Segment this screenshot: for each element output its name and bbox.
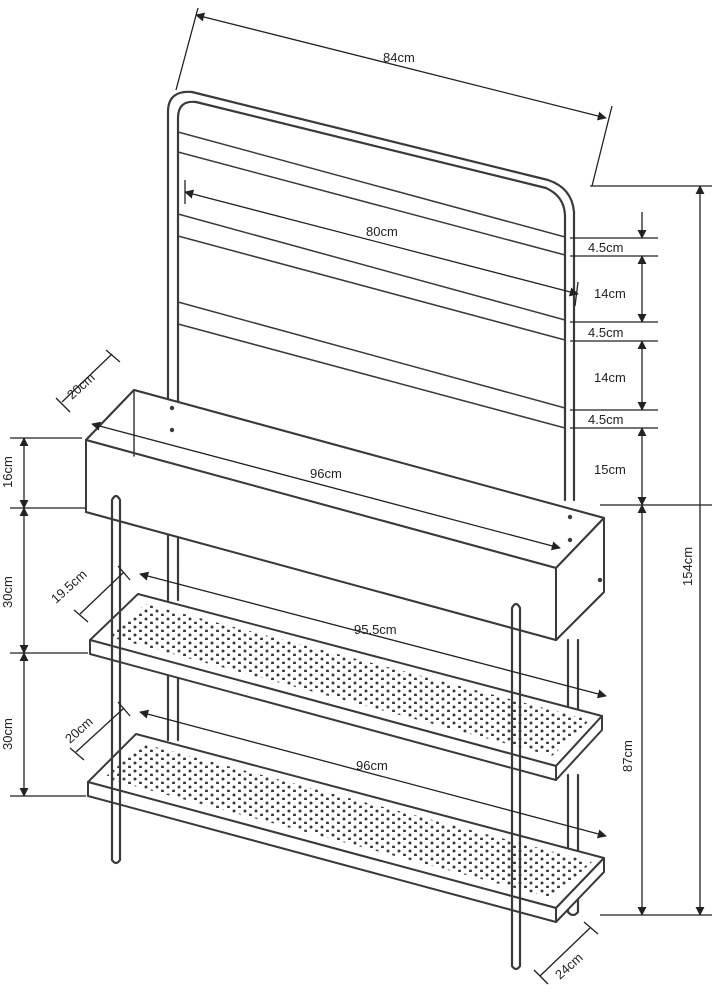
label-gap-1: 4.5cm xyxy=(588,240,623,255)
label-shelf2-length: 96cm xyxy=(356,758,388,773)
label-trellis-width: 80cm xyxy=(366,224,398,239)
label-shelf2-depth: 20cm xyxy=(62,714,96,746)
label-shelf1-spacing: 30cm xyxy=(0,576,15,608)
label-planter-length: 96cm xyxy=(310,466,342,481)
label-total-height: 154cm xyxy=(680,547,695,586)
label-planter-height: 16cm xyxy=(0,456,15,488)
label-shelf2-spacing: 30cm xyxy=(0,718,15,750)
label-gap-4: 14cm xyxy=(594,370,626,385)
label-shelf1-length: 95.5cm xyxy=(354,622,397,637)
label-gap-2: 14cm xyxy=(594,286,626,301)
label-base-depth: 24cm xyxy=(552,950,586,982)
label-shelf1-depth: 19.5cm xyxy=(48,567,90,607)
label-gap-3: 4.5cm xyxy=(588,325,623,340)
dimension-lines xyxy=(10,7,712,985)
label-gap-5: 4.5cm xyxy=(588,412,623,427)
label-lower-height: 87cm xyxy=(620,740,635,772)
label-gap-6: 15cm xyxy=(594,462,626,477)
label-planter-depth: 20cm xyxy=(64,370,98,402)
label-overall-width: 84cm xyxy=(383,50,415,65)
